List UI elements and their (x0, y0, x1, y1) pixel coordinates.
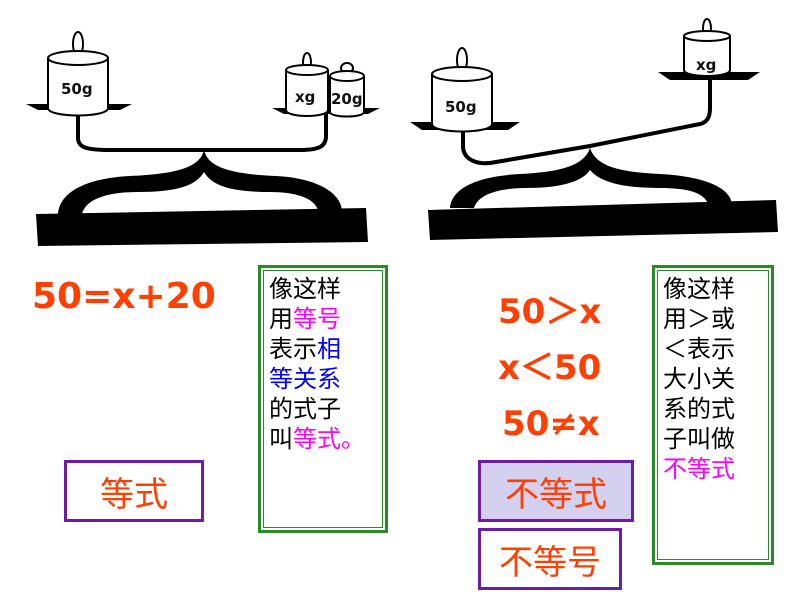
inequality-explanation-box: 像这样 用＞或 ＜表示 大小关 系的式 子叫做 不等式 (652, 265, 774, 565)
term-inequality-box: 不等式 (478, 460, 634, 522)
right-scale (410, 72, 778, 240)
weight-xg-right: xg (683, 18, 731, 77)
inequality-term: 不等式 (663, 455, 735, 483)
inequality-1: 50＞x (498, 292, 602, 332)
note-line-2: 用等号 (269, 305, 341, 333)
equation-text: 50=x+20 (32, 276, 216, 317)
weight-20g: 20g (329, 62, 365, 118)
weight-50g-label: 50g (61, 80, 93, 98)
note-line-6: 叫等式。 (269, 425, 365, 453)
inequality-2: x＜50 (498, 348, 602, 388)
equation-term: 等式。 (293, 425, 365, 453)
note-line-1: 像这样 (269, 275, 341, 303)
weight-xg-right-label: xg (696, 56, 716, 74)
left-scale-stand (58, 150, 342, 214)
equality-explanation-box: 像这样 用等号 表示相 等关系 的式子 叫等式。 (258, 265, 388, 533)
note-line-3: 表示相 (269, 335, 341, 363)
note-line-4: 等关系 (269, 365, 341, 393)
term-equation-box: 等式 (64, 460, 204, 522)
term-inequality-sign-box: 不等号 (478, 528, 622, 590)
right-scale-stand (450, 148, 732, 208)
left-scale-base (36, 208, 368, 246)
weight-50g-right-label: 50g (445, 98, 477, 116)
weight-xg-label: xg (295, 88, 315, 106)
equal-sign-term: 等号 (293, 305, 341, 333)
right-scale-base (428, 200, 778, 240)
left-scale (26, 104, 380, 246)
weight-50g-right: 50g (431, 47, 493, 133)
left-scale-beam (76, 110, 328, 152)
right-scale-beam (461, 80, 712, 166)
weight-50g-left: 50g (47, 31, 109, 117)
weight-xg-left: xg (285, 52, 329, 117)
note-line-5: 的式子 (269, 395, 341, 423)
weight-20g-label: 20g (331, 90, 363, 108)
inequality-3: 50≠x (502, 404, 600, 444)
